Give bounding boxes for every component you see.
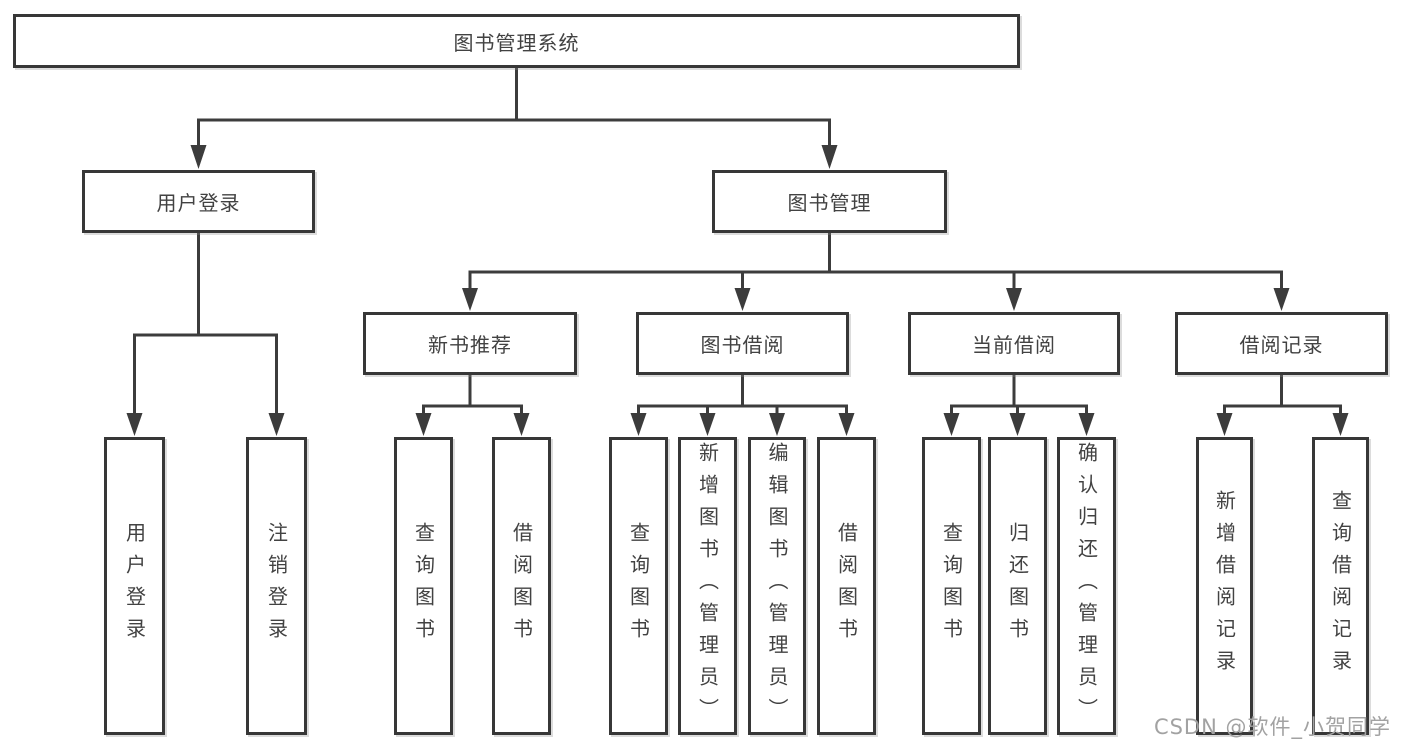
leaf-query-borrow-record: 查询借阅记录: [1312, 437, 1369, 735]
node-label: 图书管理: [787, 191, 872, 215]
node-label: 注销登录: [264, 522, 289, 650]
leaf-add-borrow-record: 新增借阅记录: [1196, 437, 1253, 735]
node-label: 新书推荐: [428, 333, 512, 357]
leaf-query-book-3: 查询图书: [922, 437, 981, 735]
node-label: 归还图书: [1005, 522, 1030, 650]
leaf-borrow-book-1: 借阅图书: [492, 437, 551, 735]
watermark: CSDN @软件_小贺同学: [1153, 715, 1391, 739]
leaf-query-book-2: 查询图书: [609, 437, 668, 735]
node-label: 用户登录: [122, 522, 147, 650]
leaf-return-book: 归还图书: [988, 437, 1047, 735]
leaf-borrow-book-2: 借阅图书: [817, 437, 876, 735]
node-label: 借阅记录: [1239, 333, 1324, 357]
node-book-management: 图书管理: [712, 170, 947, 233]
leaf-add-book-admin: 新增图书（管理员）: [678, 437, 737, 735]
arrowheads: [126, 145, 1349, 436]
node-label: 当前借阅: [972, 333, 1056, 357]
node-label: 用户登录: [156, 191, 241, 215]
node-label: 借阅图书: [509, 522, 534, 650]
leaf-logout: 注销登录: [246, 437, 307, 735]
node-label: 查询图书: [939, 522, 964, 650]
node-root: 图书管理系统: [13, 14, 1020, 68]
node-label: 新增图书（管理员）: [695, 442, 720, 730]
node-label: 借阅图书: [834, 522, 859, 650]
node-user-login: 用户登录: [82, 170, 315, 233]
node-label: 查询借阅记录: [1328, 490, 1353, 682]
leaf-edit-book-admin: 编辑图书（管理员）: [748, 437, 806, 735]
node-label: 查询图书: [626, 522, 651, 650]
leaf-query-book-1: 查询图书: [394, 437, 453, 735]
node-label: 确认归还（管理员）: [1074, 442, 1099, 730]
node-label: 编辑图书（管理员）: [765, 442, 789, 730]
leaf-user-login: 用户登录: [104, 437, 165, 735]
leaf-confirm-return-admin: 确认归还（管理员）: [1057, 437, 1116, 735]
node-label: 新增借阅记录: [1212, 490, 1237, 682]
node-label: 图书借阅: [700, 333, 785, 357]
node-current-borrow: 当前借阅: [908, 312, 1120, 375]
node-borrow-record: 借阅记录: [1175, 312, 1388, 375]
node-new-book-recommend: 新书推荐: [363, 312, 577, 375]
node-book-borrow: 图书借阅: [636, 312, 849, 375]
node-label: 图书管理系统: [453, 30, 580, 55]
node-label: 查询图书: [411, 522, 436, 650]
